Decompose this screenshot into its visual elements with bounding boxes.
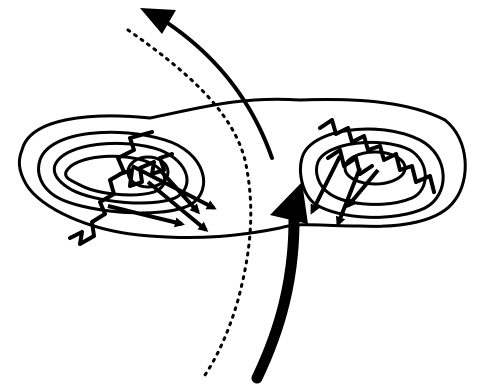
thin-upper-arrow bbox=[160, 18, 272, 158]
left-zigzag-1 bbox=[70, 132, 152, 244]
thick-lower-arrow bbox=[257, 220, 294, 378]
thick-lower-arrowhead bbox=[270, 182, 308, 224]
left-arrow-4 bbox=[108, 206, 182, 224]
thin-upper-arrowhead bbox=[140, 8, 176, 34]
